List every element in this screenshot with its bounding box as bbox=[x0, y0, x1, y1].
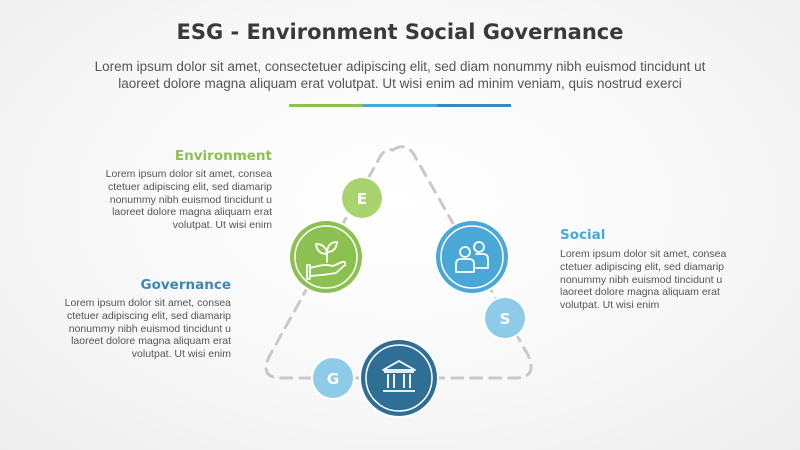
environment-heading: Environment bbox=[174, 148, 272, 164]
page-title: ESG - Environment Social Governance bbox=[176, 20, 624, 44]
social-node bbox=[434, 219, 510, 295]
governance-letter-badge: G bbox=[311, 356, 355, 400]
subtitle-line: laoreet dolore magna aliquam erat volutp… bbox=[118, 76, 682, 91]
description-line: volutpat. Ut wisi enim bbox=[131, 348, 231, 361]
description-line: ctetuer adipiscing elit, sed diamarip bbox=[560, 260, 725, 273]
environment-letter: E bbox=[357, 190, 367, 208]
subtitle-line: Lorem ipsum dolor sit amet, consectetuer… bbox=[94, 59, 706, 74]
social-heading: Social bbox=[560, 227, 606, 243]
description-line: volutpat. Ut wisi enim bbox=[172, 219, 272, 232]
people-icon bbox=[455, 241, 489, 273]
social-letter-badge: S bbox=[483, 296, 527, 340]
environment-letter-badge: E bbox=[340, 176, 384, 220]
description-line: nonummy nibh euismod tincidunt u bbox=[109, 193, 272, 206]
description-line: nonummy nibh euismod tincidunt u bbox=[68, 322, 231, 335]
divider-green bbox=[289, 104, 363, 107]
description-line: nonummy nibh euismod tincidunt u bbox=[560, 273, 723, 286]
governance-letter: G bbox=[327, 370, 339, 388]
description-line: laoreet dolore magna aliquam erat bbox=[560, 286, 720, 299]
social-description: Lorem ipsum dolor sit amet, consea ctetu… bbox=[560, 248, 780, 312]
description-line: laoreet dolore magna aliquam erat bbox=[112, 206, 272, 219]
environment-node bbox=[288, 219, 364, 295]
subtitle: Lorem ipsum dolor sit amet, consectetuer… bbox=[50, 58, 750, 92]
environment-description: Lorem ipsum dolor sit amet, consea ctetu… bbox=[60, 168, 272, 232]
governance-description: Lorem ipsum dolor sit amet, consea ctetu… bbox=[20, 297, 231, 361]
plant-in-hand-icon bbox=[306, 241, 347, 280]
description-line: volutpat. Ut wisi enim bbox=[560, 299, 660, 312]
description-line: ctetuer adipiscing elit, sed diamarip bbox=[107, 180, 272, 193]
governance-heading: Governance bbox=[140, 277, 231, 293]
description-line: laoreet dolore magna aliquam erat bbox=[71, 335, 231, 348]
social-letter: S bbox=[500, 310, 511, 328]
divider-dark-blue bbox=[437, 104, 511, 107]
description-line: Lorem ipsum dolor sit amet, consea bbox=[64, 297, 231, 309]
description-line: Lorem ipsum dolor sit amet, consea bbox=[105, 168, 272, 180]
description-line: ctetuer adipiscing elit, sed diamarip bbox=[66, 309, 231, 322]
divider-blue bbox=[363, 104, 437, 107]
governance-node bbox=[359, 338, 439, 418]
description-line: Lorem ipsum dolor sit amet, consea bbox=[560, 248, 727, 260]
government-building-icon bbox=[382, 360, 416, 392]
